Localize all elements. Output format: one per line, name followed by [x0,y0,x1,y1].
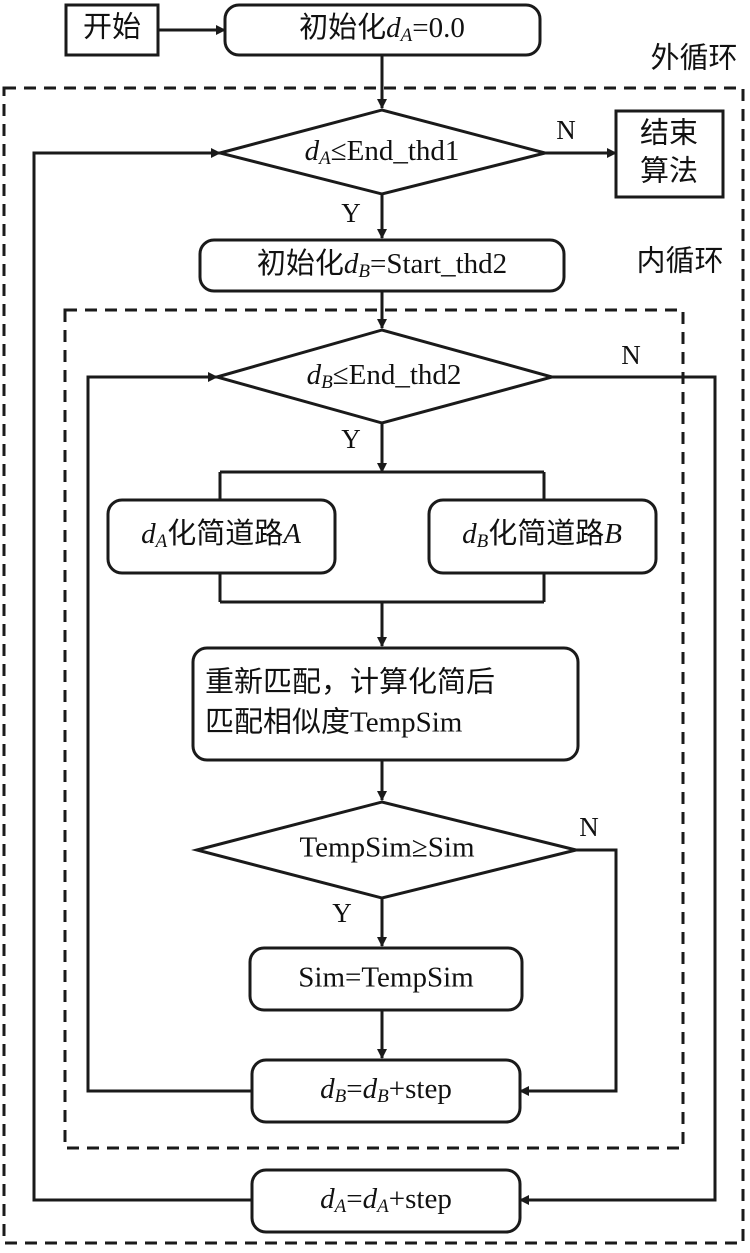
simplify-a-label: dA化简道路A [141,517,301,553]
cond-sim-label: TempSim≥Sim [299,832,474,864]
path-outer-loop-back [32,148,252,1202]
step-db-label: dB=dB+step [320,1073,452,1108]
inner-loop-label: 内循环 [636,245,723,278]
assign-sim-box [248,946,524,1012]
path-cond-b-no [519,375,717,1205]
rematch-box [191,646,580,762]
init-db-label: 初始化dB=Start_thd2 [257,247,507,283]
end-label-line1: 结束 [640,117,698,150]
end-label-line2: 算法 [640,155,698,188]
simplify-b-label: dB化简道路B [462,517,622,553]
inner-loop-frame [63,308,685,1150]
end-box [614,109,725,199]
assign-sim-label: Sim=TempSim [298,962,474,994]
cond-sim-yes-label: Y [332,898,352,928]
start-label: 开始 [83,11,141,44]
rematch-label-line2: 匹配相似度TempSim [205,706,463,739]
outer-loop-label: 外循环 [650,42,737,75]
cond-db-label: dB≤End_thd2 [307,359,462,394]
path-cond-sim-no [519,848,618,1096]
init-da-label: 初始化dA=0.0 [299,11,465,47]
step-da-label: dA=dA+step [320,1183,452,1218]
outer-loop-frame [2,86,745,1245]
cond-b-no-label: N [621,340,641,370]
cond-b-yes-label: Y [341,424,361,454]
path-inner-loop-back [86,372,252,1093]
cond-sim-no-label: N [579,812,599,842]
cond-a-yes-label: Y [341,198,361,228]
cond-da-label: dA≤End_thd1 [305,135,460,170]
cond-a-no-label: N [556,115,576,145]
rematch-label-line1: 重新匹配，计算化简后 [205,666,495,699]
